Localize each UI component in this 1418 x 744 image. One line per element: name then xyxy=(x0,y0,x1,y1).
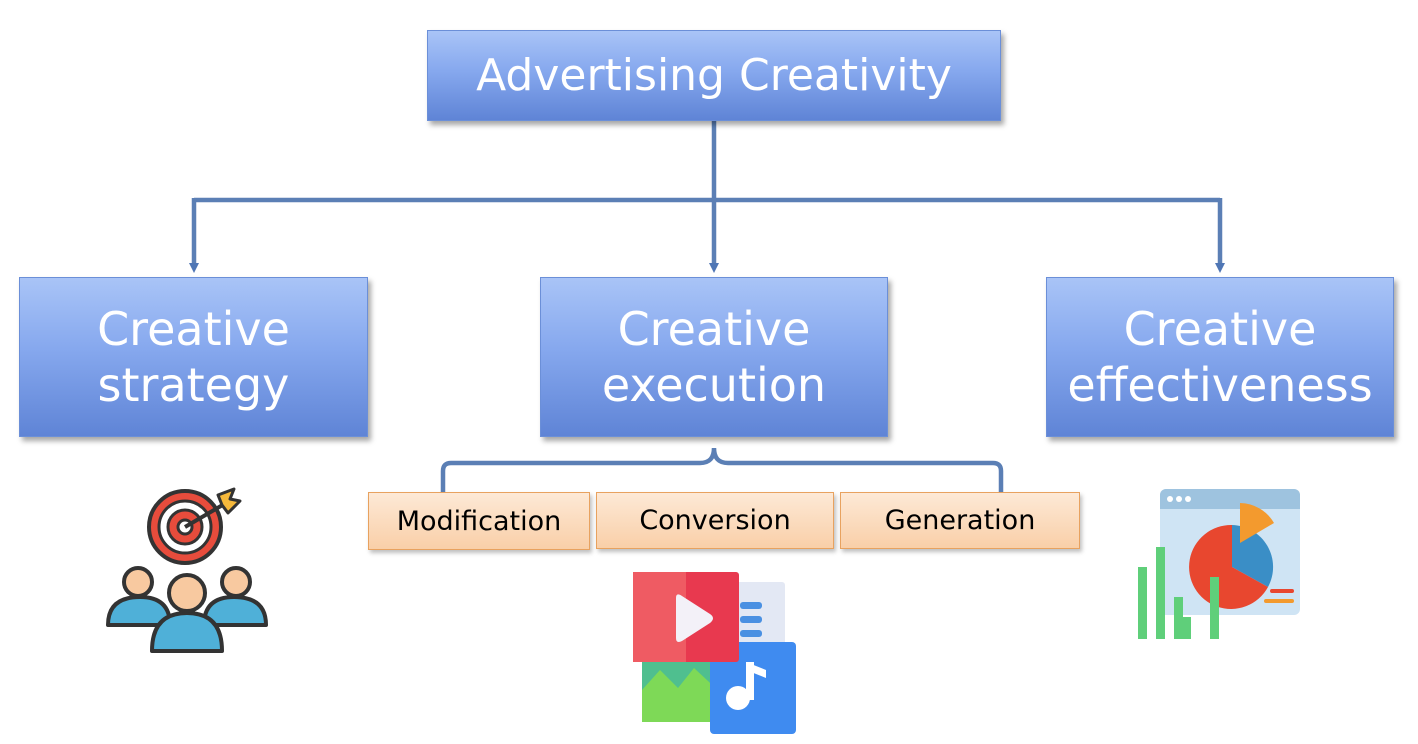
subtype-conversion: Conversion xyxy=(596,492,834,549)
multimedia-files-icon xyxy=(633,572,796,734)
subtype-modification: Modification xyxy=(368,492,590,550)
target-audience-icon xyxy=(106,487,268,653)
execution-brace xyxy=(440,447,1004,492)
analytics-dashboard-icon xyxy=(1138,489,1300,639)
category-node-execution: Creative execution xyxy=(540,277,888,437)
subtype-label-conversion: Conversion xyxy=(639,505,791,536)
category-label-effectiveness: Creative effectiveness xyxy=(1067,301,1373,412)
category-label-strategy: Creative strategy xyxy=(97,301,290,412)
root-node: Advertising Creativity xyxy=(427,30,1001,121)
subtype-label-generation: Generation xyxy=(884,505,1036,536)
category-node-strategy: Creative strategy xyxy=(19,277,368,437)
category-node-effectiveness: Creative effectiveness xyxy=(1046,277,1394,437)
root-title: Advertising Creativity xyxy=(476,49,952,101)
subtype-label-modification: Modification xyxy=(396,505,562,537)
subtype-generation: Generation xyxy=(840,492,1080,549)
category-label-execution: Creative execution xyxy=(601,301,827,412)
